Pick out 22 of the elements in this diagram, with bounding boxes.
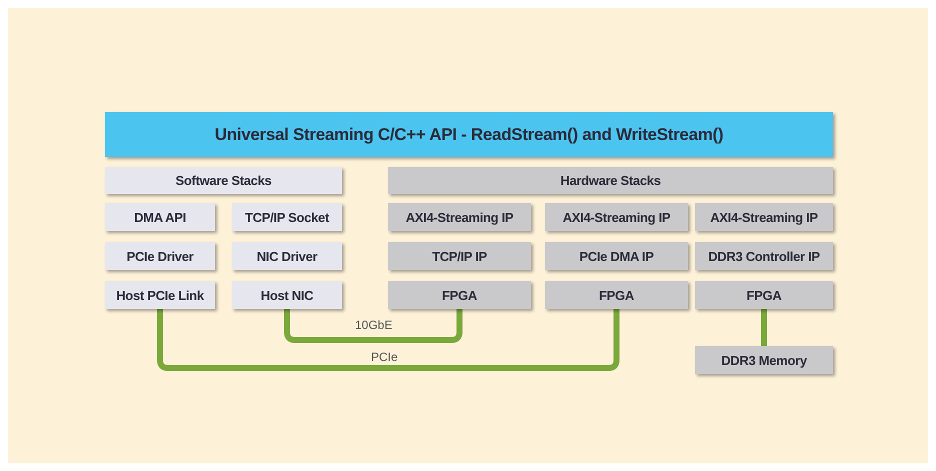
connector-line: [761, 309, 767, 346]
api-banner: Universal Streaming C/C++ API - ReadStream() and WriteStream(): [105, 112, 833, 157]
stack-box: TCP/IP Socket: [232, 203, 342, 231]
stack-box: TCP/IP IP: [388, 242, 531, 270]
stack-box: Hardware Stacks: [388, 167, 833, 194]
connector-line: [157, 309, 620, 371]
stack-box: NIC Driver: [232, 242, 342, 270]
stack-box: PCIe Driver: [105, 242, 215, 270]
stack-box: DDR3 Controller IP: [695, 242, 833, 270]
stack-box: PCIe DMA IP: [545, 242, 688, 270]
connector-line: [284, 309, 462, 343]
stack-box: DMA API: [105, 203, 215, 231]
stack-box: DDR3 Memory: [695, 346, 833, 374]
stack-box: FPGA: [545, 281, 688, 309]
stack-box: AXI4-Streaming IP: [545, 203, 688, 231]
stack-box: Host NIC: [232, 281, 342, 309]
stack-box: AXI4-Streaming IP: [388, 203, 531, 231]
stack-box: FPGA: [388, 281, 531, 309]
stack-box: Software Stacks: [105, 167, 342, 194]
stack-box: AXI4-Streaming IP: [695, 203, 833, 231]
stack-box: FPGA: [695, 281, 833, 309]
stack-box: Host PCIe Link: [105, 281, 215, 309]
